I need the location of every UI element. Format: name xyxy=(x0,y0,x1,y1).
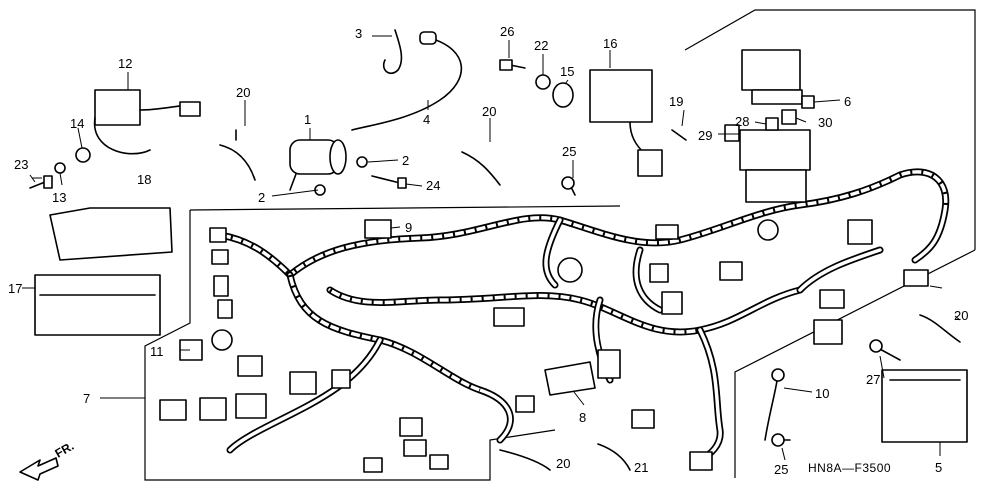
part-8-bracket xyxy=(544,361,596,396)
callout-23: 23 xyxy=(14,157,28,172)
callout-2: 2 xyxy=(402,153,409,168)
callout-20: 20 xyxy=(236,85,250,100)
callout-14: 14 xyxy=(70,116,84,131)
callout-26: 26 xyxy=(500,24,514,39)
callout-27: 27 xyxy=(866,372,880,387)
callout-12: 12 xyxy=(118,56,132,71)
callout-6: 6 xyxy=(844,94,851,109)
part-17-ecu xyxy=(34,274,161,336)
part-3-cable xyxy=(351,29,463,131)
callout-7: 7 xyxy=(83,391,90,406)
callout-19: 19 xyxy=(669,94,683,109)
callout-10: 10 xyxy=(815,386,829,401)
harness-connectors xyxy=(159,219,929,473)
callout-1: 1 xyxy=(304,112,311,127)
callout-20: 20 xyxy=(482,104,496,119)
callout-20: 20 xyxy=(556,456,570,471)
callout-20: 20 xyxy=(954,308,968,323)
callout-16: 16 xyxy=(603,36,617,51)
callout-2: 2 xyxy=(258,190,265,205)
callout-22: 22 xyxy=(534,38,548,53)
callout-21: 21 xyxy=(634,460,648,475)
callout-5: 5 xyxy=(935,460,942,475)
diagram-code: HN8A—F3500 xyxy=(808,461,891,475)
callout-25: 25 xyxy=(774,462,788,477)
callout-8: 8 xyxy=(579,410,586,425)
callout-4: 4 xyxy=(423,112,430,127)
callout-24: 24 xyxy=(426,178,440,193)
wire-clips xyxy=(219,129,961,471)
callout-30: 30 xyxy=(818,115,832,130)
callout-28: 28 xyxy=(735,114,749,129)
assembly-frame xyxy=(144,9,976,481)
part-12-regulator xyxy=(93,89,201,155)
leader-lines xyxy=(22,35,961,461)
part-9-clip xyxy=(364,219,392,239)
part-cover xyxy=(49,207,173,261)
callout-29: 29 xyxy=(698,128,712,143)
callout-9: 9 xyxy=(405,220,412,235)
callout-25: 25 xyxy=(562,144,576,159)
front-direction-arrow: FR. xyxy=(19,439,76,481)
callout-17: 17 xyxy=(8,281,22,296)
callout-15: 15 xyxy=(560,64,574,79)
part-fuse-box xyxy=(724,49,815,203)
callout-18: 18 xyxy=(137,172,151,187)
part-16-module xyxy=(589,69,663,177)
part-10-sensor xyxy=(764,368,785,441)
callout-11: 11 xyxy=(150,344,164,359)
callout-13: 13 xyxy=(52,190,66,205)
callout-3: 3 xyxy=(355,26,362,41)
callouts: 1 2 2 3 4 5 6 7 8 9 10 11 12 13 14 15 16… xyxy=(8,24,968,477)
part-5-unit xyxy=(881,369,968,443)
part-1-starter-relay xyxy=(289,139,347,191)
